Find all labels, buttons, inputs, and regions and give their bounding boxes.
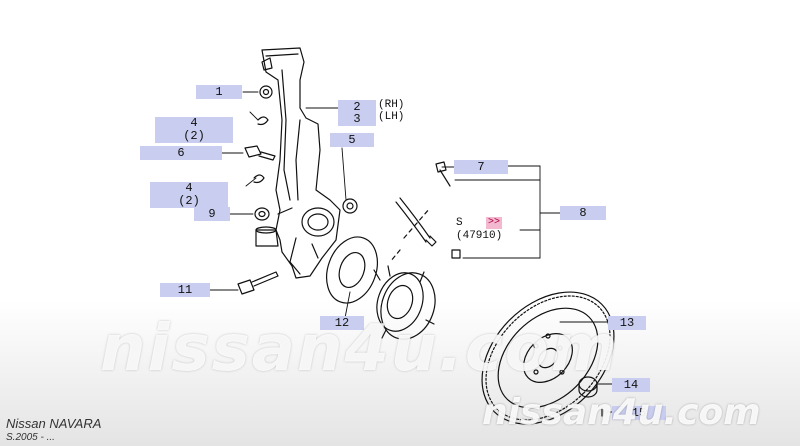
leader-lines — [209, 91, 616, 413]
callout-13[interactable]: 13 — [608, 316, 646, 330]
bolt-11 — [237, 271, 279, 295]
callout-4-lower-number: 4 — [185, 181, 193, 195]
brake-rotor-13 — [481, 291, 615, 425]
callout-4-upper[interactable]: 4 (2) — [155, 117, 233, 143]
ref-link-marker[interactable]: >> — [486, 217, 503, 229]
nut-9 — [254, 207, 270, 221]
bolt-6 — [244, 145, 276, 161]
note-rh: (RH) — [378, 99, 405, 111]
callout-8[interactable]: 8 — [560, 206, 606, 220]
callout-1[interactable]: 1 — [196, 85, 242, 99]
callout-2[interactable]: 2 — [338, 100, 376, 114]
callout-7[interactable]: 7 — [454, 160, 508, 174]
watermark-corner: nissan4u.com — [482, 392, 761, 433]
background-fade — [0, 300, 800, 446]
sensor-wire — [389, 161, 461, 263]
pin-4-upper — [257, 116, 269, 126]
callout-11[interactable]: 11 — [160, 283, 210, 297]
nut-5 — [342, 198, 358, 214]
callout-4-lower[interactable]: 4 (2) — [150, 182, 228, 208]
bushing-lower — [255, 226, 279, 247]
wheel-hub — [373, 265, 436, 340]
note-lh: (LH) — [378, 111, 405, 123]
nut-1 — [259, 57, 273, 99]
steering-knuckle — [261, 47, 341, 279]
baffle-plate-12 — [326, 236, 378, 304]
vehicle-date-range: S.2005 - ... — [6, 432, 55, 443]
callout-3[interactable]: 3 — [338, 112, 376, 126]
note-ref-prefix: S — [456, 217, 463, 229]
callout-5[interactable]: 5 — [330, 133, 374, 147]
cap-14 — [578, 376, 598, 398]
watermark-main: nissan4u.com — [100, 312, 620, 386]
callout-4-upper-number: 4 — [190, 116, 198, 130]
callout-14[interactable]: 14 — [612, 378, 650, 392]
callout-9[interactable]: 9 — [194, 207, 230, 221]
callout-4-lower-qty: (2) — [178, 194, 200, 208]
vehicle-model: Nissan NAVARA — [6, 416, 102, 431]
callout-12[interactable]: 12 — [320, 316, 364, 330]
callout-4-upper-qty: (2) — [183, 129, 205, 143]
pin-4-lower — [253, 174, 265, 184]
callout-6[interactable]: 6 — [140, 146, 222, 160]
callout-15[interactable]: 15 — [612, 406, 666, 420]
note-ref-code: (47910) — [456, 230, 503, 242]
